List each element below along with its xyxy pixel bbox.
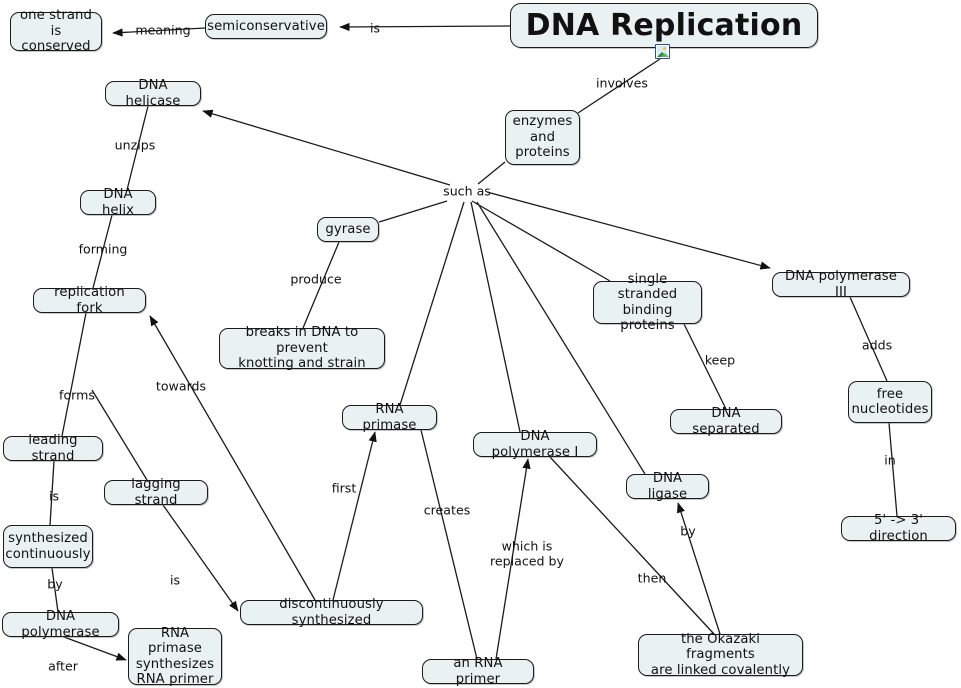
picture-icon-sun xyxy=(662,47,666,51)
edge-line xyxy=(162,504,239,612)
node-ssb-proteins[interactable]: single stranded binding proteins xyxy=(593,272,702,333)
edge-label-e-helicase-helix[interactable]: unzips xyxy=(114,137,156,153)
edge-line xyxy=(202,109,451,186)
edge-line xyxy=(888,422,898,517)
edge-line xyxy=(91,389,148,481)
node-enzymes-and-proteins[interactable]: enzymes and proteins xyxy=(505,110,580,165)
edge-label-e-polymerase-primasesynth[interactable]: after xyxy=(48,658,78,674)
node-synthesized-continuously[interactable]: synthesized continuously xyxy=(3,525,93,568)
node-dna-separated[interactable]: DNA separated xyxy=(670,406,782,437)
edge-label-e-polyi-okazaki[interactable]: then xyxy=(637,570,667,586)
edge-label-e-okazaki-ligase[interactable]: by xyxy=(680,523,696,539)
node-rna-primase-synth[interactable]: RNA primase synthesizes RNA primer xyxy=(128,626,222,687)
edge-label-e-helix-fork[interactable]: forming xyxy=(78,241,128,257)
edge-label-e-lagging-discont[interactable]: is xyxy=(169,572,181,588)
edge-line xyxy=(849,296,888,382)
node-replication-fork[interactable]: replication fork xyxy=(33,285,146,316)
picture-icon[interactable] xyxy=(655,44,670,59)
edge-label-e-ssb-separated[interactable]: keep xyxy=(704,352,736,368)
edge-label-e-semi-onestrand[interactable]: meaning xyxy=(135,22,191,38)
node-leading-strand[interactable]: leading strand xyxy=(3,433,103,464)
edge-line xyxy=(471,200,611,282)
node-an-rna-primer[interactable]: an RNA primer xyxy=(422,656,534,687)
node-free-nucleotides[interactable]: free nucleotides xyxy=(848,381,932,423)
edge-line xyxy=(339,22,511,32)
node-dna-replication[interactable]: DNA Replication xyxy=(510,3,818,48)
edge-line xyxy=(51,567,59,613)
edge-line xyxy=(49,460,55,526)
node-dna-ligase[interactable]: DNA ligase xyxy=(626,471,709,502)
node-dna-polymerase-i[interactable]: DNA polymerase I xyxy=(473,429,597,460)
node-gyrase[interactable]: gyrase xyxy=(317,217,379,242)
node-okazaki-fragments[interactable]: the Okazaki fragments are linked covalen… xyxy=(638,632,803,678)
edge-label-e-synth-polymerase[interactable]: by xyxy=(47,576,63,592)
edge-line xyxy=(399,201,465,406)
edge-line xyxy=(126,105,149,191)
node-lagging-strand[interactable]: lagging strand xyxy=(104,477,208,508)
edge-line xyxy=(477,161,506,185)
edge-line xyxy=(676,502,721,635)
node-one-strand-is-conserved[interactable]: one strand is conserved xyxy=(10,8,102,54)
edge-line xyxy=(302,241,340,329)
edge-line xyxy=(332,431,377,601)
edge-line xyxy=(92,214,113,289)
edge-label-e-primase-primer[interactable]: creates xyxy=(423,502,471,518)
edge-label-e-discont-primase[interactable]: first xyxy=(331,480,357,496)
edge-line xyxy=(495,458,531,660)
node-dna-polymerase-iii[interactable]: DNA polymerase III xyxy=(772,269,910,300)
edge-label-e-title-enzymes[interactable]: involves xyxy=(596,75,648,91)
edge-label-e-fork-leading[interactable]: forms xyxy=(59,387,95,403)
edge-line xyxy=(378,200,448,223)
node-dna-helicase[interactable]: DNA helicase xyxy=(105,78,201,109)
edge-line xyxy=(470,201,521,433)
node-dna-helix[interactable]: DNA helix xyxy=(80,187,156,218)
edge-line xyxy=(420,429,478,660)
node-5-3-direction[interactable]: 5' -> 3' direction xyxy=(841,513,956,544)
edge-line xyxy=(112,27,206,37)
edge-label-e-title-semiconservative[interactable]: is xyxy=(369,20,381,36)
node-dna-polymerase[interactable]: DNA polymerase xyxy=(2,609,119,640)
picture-icon-sky xyxy=(657,46,667,56)
edge-label-e-primer-polyi[interactable]: which is replaced by xyxy=(490,538,564,568)
edge-label-e-gyrase-breaks[interactable]: produce xyxy=(290,271,342,287)
picture-icon-hill-front xyxy=(661,52,669,57)
edge-line xyxy=(577,58,661,114)
node-breaks-in-dna[interactable]: breaks in DNA to prevent knotting and st… xyxy=(219,325,385,371)
node-semiconservative[interactable]: semiconservative xyxy=(205,14,327,39)
edge-line xyxy=(61,312,87,437)
edge-label-e-nucleotides-direction[interactable]: in xyxy=(884,452,896,468)
edge-label-e-polyiii-nucleotides[interactable]: adds xyxy=(861,337,893,353)
edge-line xyxy=(486,191,771,270)
node-discontinuously-synth[interactable]: discontinuously synthesized xyxy=(240,597,423,628)
edge-line xyxy=(63,636,127,661)
edge-label-e-discont-fork[interactable]: towards xyxy=(155,378,207,394)
edge-label-e-leading-synth[interactable]: is xyxy=(48,488,60,504)
edge-label-such-as-hub[interactable]: such as xyxy=(443,183,491,199)
edge-line xyxy=(683,323,727,410)
node-rna-primase[interactable]: RNA primase xyxy=(342,402,437,433)
